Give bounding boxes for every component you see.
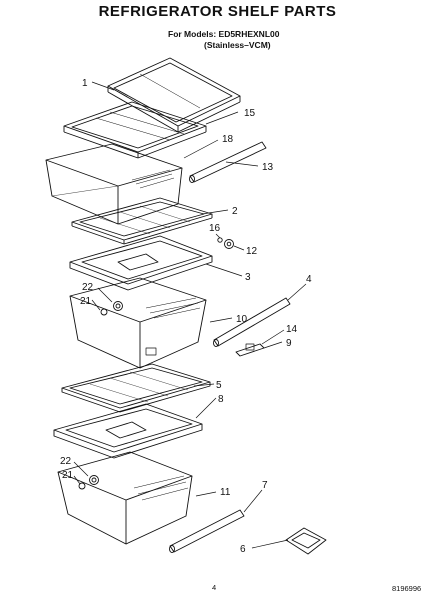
callout-22: 22 — [82, 282, 94, 293]
callout-5: 5 — [216, 380, 222, 391]
part-16-screw — [217, 237, 223, 243]
part-8-frame — [53, 403, 203, 459]
part-11-crisper-drawer — [57, 451, 193, 545]
callout-10: 10 — [236, 314, 248, 325]
part-15-glass-shelf — [63, 101, 207, 159]
part-5-shelf — [61, 363, 211, 413]
part-21-screw-lower — [78, 482, 86, 490]
part-3-frame — [69, 235, 213, 291]
callout-15: 15 — [244, 108, 256, 119]
callout-21-lower: 21 — [62, 470, 74, 481]
callout-9: 9 — [286, 338, 292, 349]
leader-lines — [73, 81, 307, 549]
callout-13: 13 — [262, 162, 274, 173]
callout-11: 11 — [220, 487, 231, 498]
part-10-crisper-drawer — [69, 277, 207, 369]
callout-18: 18 — [222, 134, 234, 145]
callout-4: 4 — [306, 274, 312, 285]
part-6-cover — [285, 527, 327, 555]
callout-labels: 1 15 18 13 2 16 12 3 4 22 21 10 14 9 5 8… — [60, 78, 312, 555]
callout-3: 3 — [245, 272, 251, 283]
part-21-screw — [100, 308, 108, 316]
callout-2: 2 — [232, 206, 238, 217]
page-title: REFRIGERATOR SHELF PARTS — [98, 3, 337, 20]
model-line-2: (Stainless–VCM) — [204, 40, 271, 50]
callout-6: 6 — [240, 544, 246, 555]
callout-8: 8 — [218, 394, 224, 405]
model-info: For Models: ED5RHEXNL00 (Stainless–VCM) — [168, 29, 279, 51]
callout-1: 1 — [82, 78, 88, 89]
part-12-clip — [224, 239, 234, 249]
model-line-1: For Models: ED5RHEXNL00 — [168, 29, 280, 39]
callout-14: 14 — [286, 324, 298, 335]
callout-12: 12 — [246, 246, 258, 257]
page-number: 4 — [212, 583, 217, 592]
part-7-rod — [169, 509, 245, 553]
part-4-rod — [213, 297, 291, 347]
part-22-knob — [113, 301, 123, 311]
callout-16: 16 — [209, 223, 221, 234]
document-code: 8196996 — [392, 584, 422, 593]
part-2-shelf — [71, 197, 213, 245]
callout-7: 7 — [262, 480, 268, 491]
callout-21: 21 — [80, 296, 92, 307]
part-22-knob-lower — [89, 475, 99, 485]
callout-22-lower: 22 — [60, 456, 72, 467]
part-13-rod — [189, 141, 267, 183]
part-14-9-bracket — [235, 343, 265, 357]
part-18-crisper-drawer — [45, 143, 183, 225]
part-1-top-glass-shelf — [107, 57, 241, 133]
